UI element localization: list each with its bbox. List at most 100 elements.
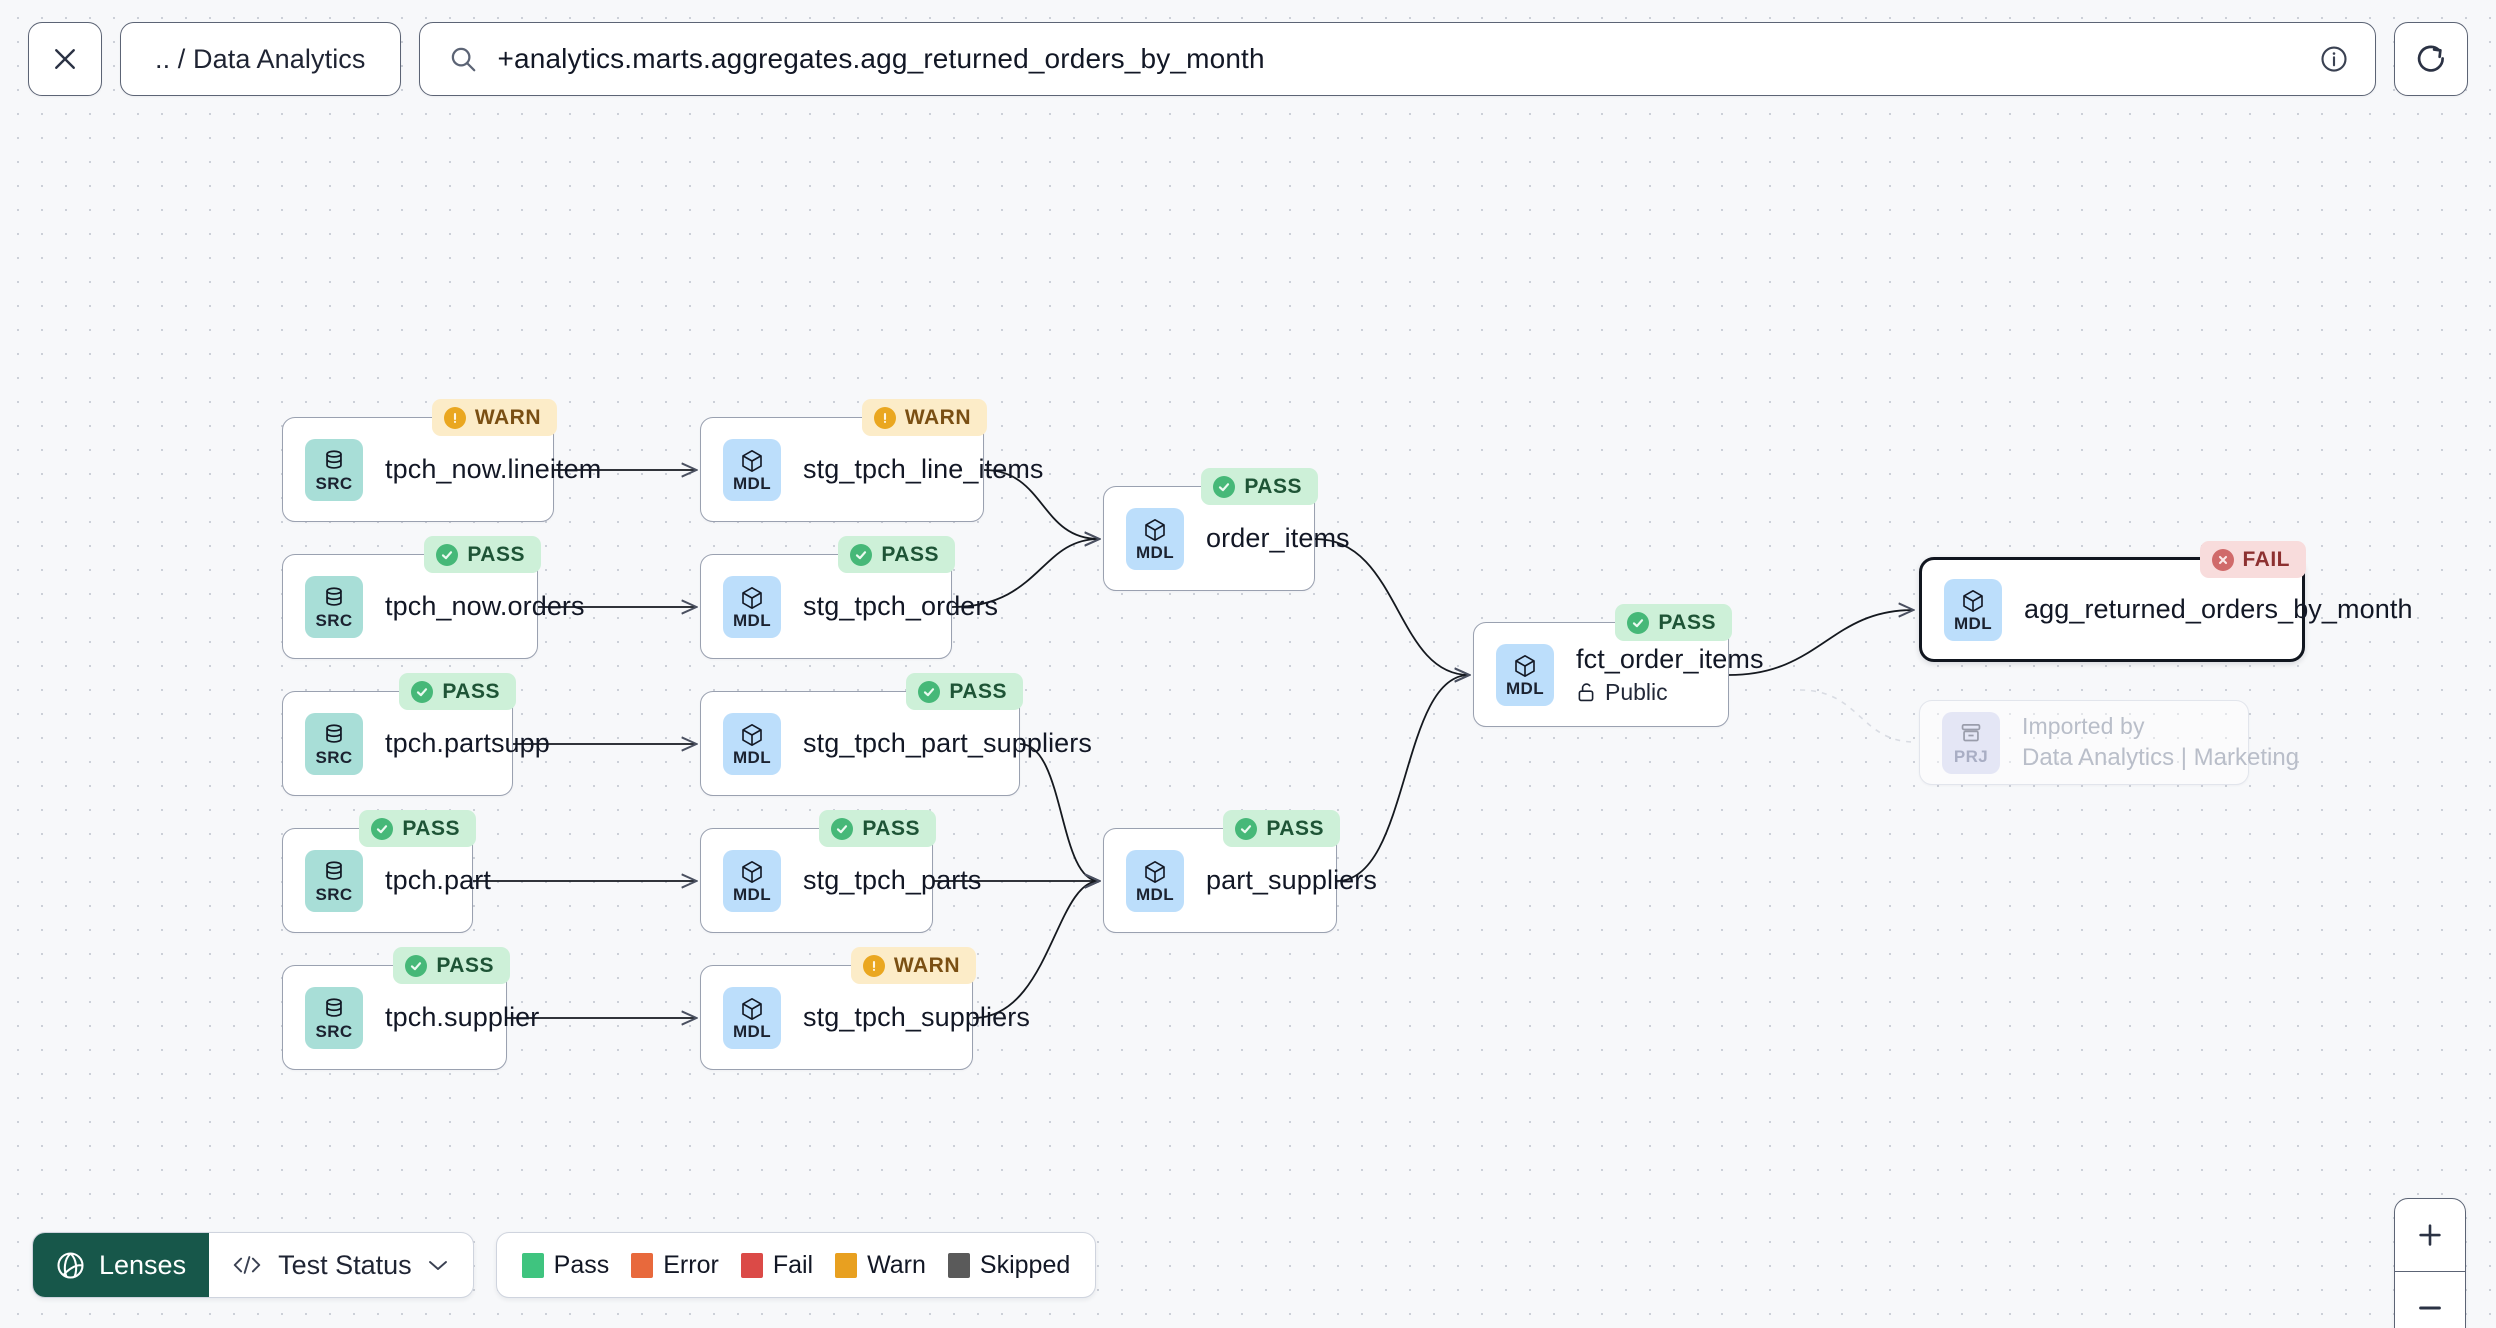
status-badge-warn: WARN [861, 399, 987, 436]
test-status-button[interactable]: Test Status [209, 1233, 473, 1297]
node-type-label: SRC [315, 473, 353, 493]
search-input[interactable] [497, 43, 2299, 75]
graph-node-stg_line_items[interactable]: MDL stg_tpch_line_items WARN [700, 399, 1043, 522]
legend-label: Warn [867, 1250, 926, 1279]
cube-icon [1145, 860, 1165, 883]
legend-item-pass[interactable]: Pass [521, 1250, 610, 1280]
graph-node-agg_returned[interactable]: MDL agg_returned_orders_by_month FAIL [1919, 541, 2413, 662]
graph-node-stg_parts[interactable]: MDL stg_tpch_parts PASS [700, 810, 981, 933]
lenses-button[interactable]: Lenses [33, 1233, 210, 1297]
database-icon [326, 723, 342, 743]
cube-icon [742, 860, 762, 883]
legend-item-fail[interactable]: Fail [740, 1250, 814, 1280]
graph-node-order_items[interactable]: MDL order_items PASS [1103, 468, 1350, 591]
status-badge-label: PASS [862, 816, 920, 840]
node-title: stg_tpch_orders [803, 591, 999, 621]
breadcrumb-button[interactable]: .. / Data Analytics [120, 22, 401, 96]
cube-icon [742, 586, 762, 609]
exclamation-icon [453, 412, 456, 423]
node-subtitle: Public [1576, 679, 1728, 706]
node-body: agg_returned_orders_by_month [2024, 594, 2413, 625]
status-badge-pass: PASS [399, 673, 516, 710]
refresh-button[interactable] [2394, 22, 2468, 96]
test-status-label: Test Status [278, 1249, 412, 1280]
graph-node-src_orders[interactable]: SRC tpch_now.orders PASS [282, 536, 585, 659]
check-icon [417, 687, 428, 696]
node-type-chip-src: SRC [305, 712, 363, 775]
node-title: tpch.supplier [385, 1002, 540, 1032]
node-body: order_items [1206, 523, 1350, 554]
status-badge-label: PASS [442, 679, 500, 703]
node-body: stg_tpch_part_suppliers [803, 728, 1092, 759]
status-dot-pass [1627, 611, 1650, 634]
graph-node-part_suppliers[interactable]: MDL part_suppliers PASS [1103, 810, 1377, 933]
node-title: stg_tpch_suppliers [803, 1002, 1030, 1032]
status-badge-pass: PASS [906, 673, 1023, 710]
status-badge-label: PASS [1266, 816, 1324, 840]
node-body: stg_tpch_parts [803, 865, 981, 896]
cube-icon [1515, 654, 1535, 677]
lenses-pill: Lenses Test Status [32, 1232, 474, 1298]
exclamation-icon [883, 412, 886, 423]
cube-icon [742, 997, 762, 1020]
graph-node-stg_orders[interactable]: MDL stg_tpch_orders PASS [700, 536, 999, 659]
legend-item-error[interactable]: Error [631, 1251, 719, 1280]
status-badge-label: PASS [1244, 474, 1302, 498]
zoom-in-button[interactable] [2395, 1199, 2465, 1271]
legend-label: Pass [553, 1250, 610, 1279]
graph-node-fct_order_items[interactable]: MDL fct_order_items Public PASS [1473, 604, 1763, 727]
node-type-label: MDL [732, 473, 772, 493]
status-dot-pass [405, 954, 428, 977]
status-badge-label: PASS [949, 679, 1007, 703]
legend-swatch-pass [521, 1252, 544, 1278]
aperture-icon [57, 1251, 84, 1279]
graph-node-stg_part_supp[interactable]: MDL stg_tpch_part_suppliers PASS [700, 673, 1092, 796]
info-icon[interactable] [2319, 44, 2349, 74]
node-title: tpch_now.orders [385, 591, 585, 621]
node-type-label: SRC [315, 884, 353, 904]
graph-node-src_supplier[interactable]: SRC tpch.supplier PASS [282, 947, 540, 1070]
status-dot-pass [850, 543, 873, 566]
graph-node-src_partsupp[interactable]: SRC tpch.partsupp PASS [282, 673, 550, 796]
node-body: tpch_now.orders [385, 591, 585, 622]
legend-item-skipped[interactable]: Skipped [947, 1251, 1070, 1280]
database-icon [326, 860, 342, 880]
status-badge-pass: PASS [1223, 810, 1340, 847]
status-dot-warn [443, 406, 466, 429]
node-subtitle-text: Public [1605, 678, 1668, 705]
graph-node-src_lineitem[interactable]: SRC tpch_now.lineitem WARN [282, 399, 601, 522]
node-title: tpch.part [385, 865, 491, 895]
breadcrumb: .. / Data Analytics [155, 43, 366, 74]
node-type-label: MDL [1135, 884, 1175, 904]
node-title: part_suppliers [1206, 865, 1377, 895]
check-icon [1633, 618, 1644, 627]
node-title: tpch.partsupp [385, 728, 550, 758]
legend-swatch-skipped [947, 1252, 970, 1278]
legend-item-warn[interactable]: Warn [835, 1251, 926, 1280]
legend-label: Error [663, 1250, 719, 1279]
status-badge-pass: PASS [819, 810, 936, 847]
node-type-chip-mdl: MDL [1496, 643, 1554, 706]
status-dot-warn [862, 954, 885, 977]
database-icon [326, 586, 342, 606]
node-body: tpch.partsupp [385, 728, 550, 759]
node-type-label: MDL [732, 747, 772, 767]
status-badge-label: WARN [893, 953, 960, 977]
zoom-out-button[interactable] [2395, 1271, 2465, 1328]
status-badge-label: FAIL [2242, 547, 2290, 571]
node-title: order_items [1206, 523, 1350, 553]
search-bar[interactable] [418, 22, 2376, 96]
close-button[interactable] [28, 22, 102, 96]
database-icon [326, 449, 342, 469]
node-type-chip-prj: PRJ [1942, 711, 2000, 774]
node-title: Imported by [2022, 713, 2145, 739]
legend-label: Fail [772, 1250, 814, 1279]
refresh-icon [2417, 45, 2444, 72]
graph-node-stg_suppliers[interactable]: MDL stg_tpch_suppliers WARN [700, 947, 1030, 1070]
code-icon [233, 1256, 261, 1274]
graph-node-src_part[interactable]: SRC tpch.part PASS [282, 810, 491, 933]
graph-node-imported_by[interactable]: PRJ Imported by Data Analytics | Marketi… [1919, 700, 2299, 785]
node-title: agg_returned_orders_by_month [2024, 594, 2413, 624]
